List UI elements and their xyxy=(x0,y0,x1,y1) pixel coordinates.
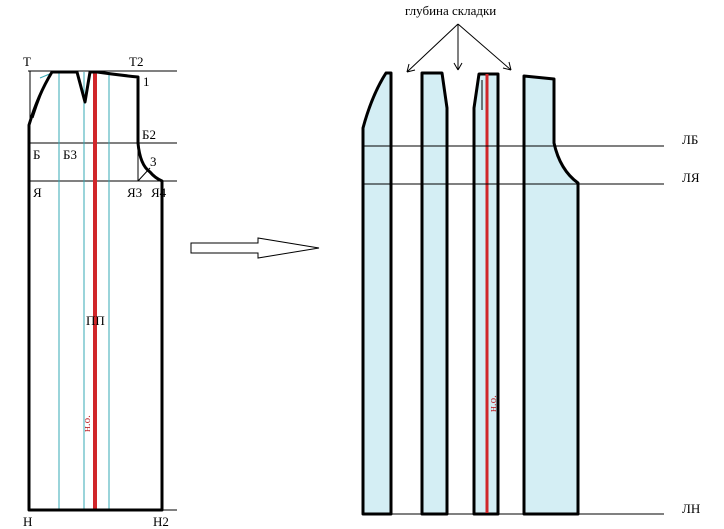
label-Ya: Я xyxy=(33,185,42,200)
pleat-arrowhead-3 xyxy=(502,61,512,71)
pleat-arrowhead-2 xyxy=(453,62,463,71)
dart-inner-line xyxy=(32,73,51,119)
label-LB: ЛБ xyxy=(682,132,698,147)
label-N2: Н2 xyxy=(153,514,169,529)
label-LYa: ЛЯ xyxy=(682,170,700,185)
right-arrow-icon xyxy=(190,237,320,259)
label-T: Т xyxy=(23,54,31,69)
right-pattern: глубина складки ЛБ ЛЯ ЛН н.о. xyxy=(361,3,700,516)
pleat-arrow-1 xyxy=(406,23,459,73)
label-N: Н xyxy=(23,514,32,529)
label-B: Б xyxy=(33,147,40,162)
grain-label-right: н.о. xyxy=(487,395,499,412)
label-1: 1 xyxy=(143,74,150,89)
label-LN: ЛН xyxy=(682,501,700,516)
pleat-depth-caption: глубина складки xyxy=(405,3,496,18)
label-Ya3: Я3 xyxy=(127,185,142,200)
grain-label-left: н.о. xyxy=(81,415,93,432)
label-Ya4: Я4 xyxy=(151,185,167,200)
label-T2: Т2 xyxy=(129,54,143,69)
label-B3: Б3 xyxy=(63,147,77,162)
label-3: 3 xyxy=(150,154,157,169)
pleat-arrowhead-1 xyxy=(406,63,416,73)
pleat-arrow-3 xyxy=(457,23,512,71)
panel-2 xyxy=(420,71,449,516)
label-PP: ПП xyxy=(86,313,105,328)
left-pattern: Т Т2 1 Б Б3 Б2 3 Я Я3 Я4 ПП Н Н2 н.о. xyxy=(23,54,177,529)
panel-1 xyxy=(361,71,393,516)
panel-4 xyxy=(522,74,580,516)
label-B2: Б2 xyxy=(142,127,156,142)
